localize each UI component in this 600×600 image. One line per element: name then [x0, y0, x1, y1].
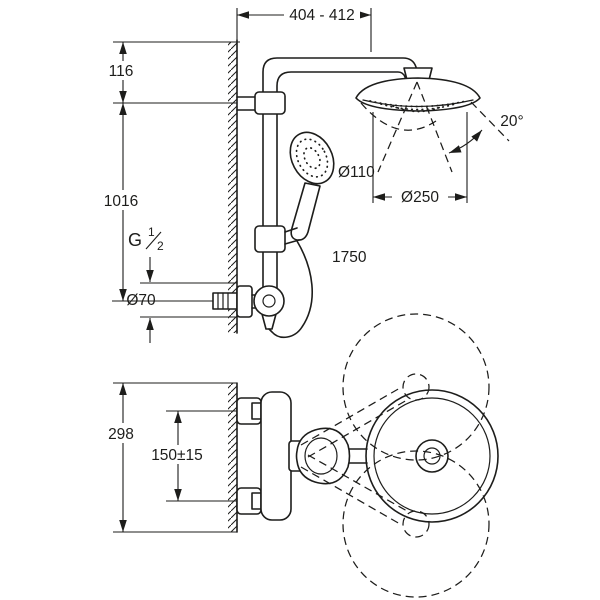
swivel-range-top: [300, 313, 490, 598]
dim-label-angle: 20°: [500, 113, 523, 130]
thread-label-den: 2: [157, 239, 164, 253]
union-nut-1: [251, 402, 262, 420]
dim-label-1750: 1750: [332, 249, 367, 266]
dim-spacing-150: 150±15: [146, 410, 237, 502]
hand-shower-top: [295, 427, 351, 485]
dim-label-1016: 1016: [104, 193, 138, 210]
supply-stub: [212, 292, 238, 310]
shower-hose: [268, 240, 313, 339]
valve-front: [212, 285, 285, 330]
riser-pipe: [262, 57, 419, 289]
head-body: [355, 77, 481, 112]
dim-label-116: 116: [109, 63, 134, 80]
head-shower-top: [365, 389, 499, 523]
thread-label-num: 1: [148, 225, 155, 239]
dim-label-top-width: 404 - 412: [289, 7, 355, 24]
top-view: 298 150±15: [96, 313, 499, 598]
head-outer-circle: [365, 389, 499, 523]
dim-depth-298: 298: [96, 382, 237, 533]
wall-hatching: [228, 42, 237, 333]
valve-top: [236, 391, 304, 521]
dim-label-110: Ø110: [338, 164, 375, 181]
hand-shower-head: [289, 131, 335, 185]
dim-label-70: Ø70: [126, 292, 156, 309]
dim-label-250: Ø250: [401, 189, 439, 206]
valve-body: [253, 285, 285, 317]
swivel-position-up: [342, 313, 490, 461]
wall-front: [228, 39, 238, 334]
valve-escutcheon: [236, 285, 253, 318]
front-view: 404 - 412 116 1016: [94, 5, 524, 343]
thread-label-g12: G 1 2: [128, 225, 164, 253]
dim-dia-70: Ø70: [126, 257, 237, 343]
hand-shower-handle: [290, 182, 321, 241]
dim-height-1016: 1016: [94, 103, 213, 302]
swivel-position-down: [342, 450, 490, 598]
holder-collar: [254, 225, 286, 253]
wall-bracket: [236, 91, 286, 115]
thread-label-g: G: [128, 230, 142, 250]
dim-dia-250: Ø250: [372, 112, 468, 206]
wall-top: [228, 382, 238, 533]
dim-offset-116: 116: [99, 41, 240, 104]
dim-label-150: 150±15: [151, 447, 203, 464]
dim-label-298: 298: [108, 426, 134, 443]
valve-body-top: [260, 391, 292, 521]
wall-hatching-top: [228, 383, 237, 532]
head-shower-front: [355, 67, 481, 113]
union-nut-2: [251, 492, 262, 510]
glide-holder: [254, 225, 300, 253]
bracket-collar: [254, 91, 286, 115]
hand-shower-front: [289, 131, 335, 241]
dim-top-width: 404 - 412: [236, 5, 372, 52]
